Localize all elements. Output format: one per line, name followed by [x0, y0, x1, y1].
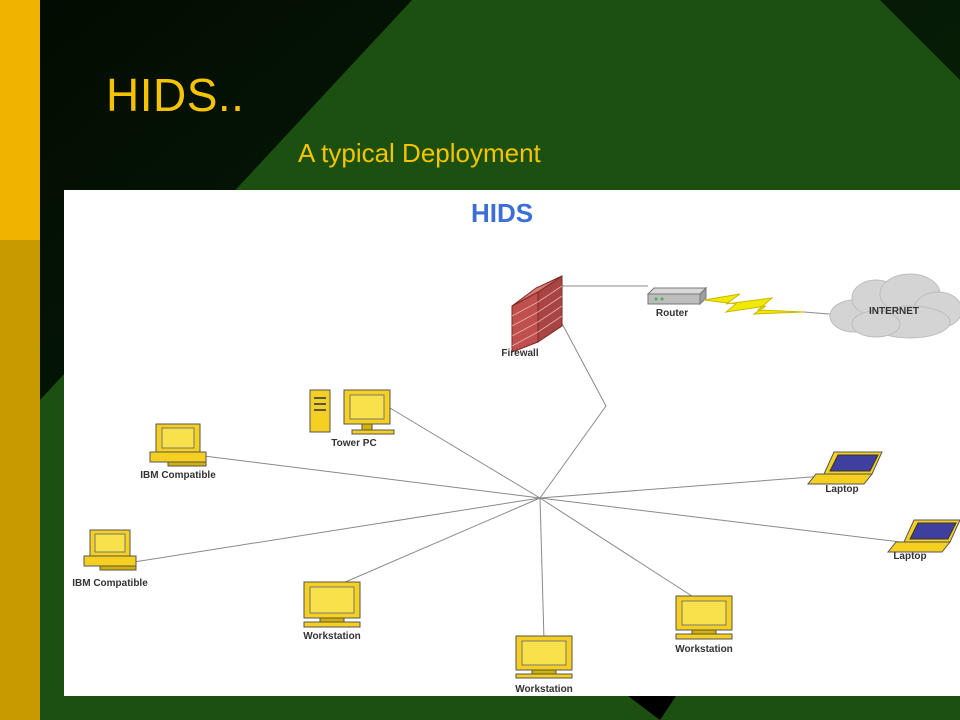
link-firewall	[539, 315, 607, 499]
diagram-heading: HIDS	[471, 198, 533, 228]
link-laptop-1	[539, 475, 825, 499]
router-label: Router	[656, 308, 688, 319]
connection-lines	[133, 285, 901, 641]
workstation-label-3: Workstation	[675, 644, 733, 655]
laptop-label-1: Laptop	[825, 484, 858, 495]
desktop-computer-icon	[83, 529, 137, 571]
diagram-panel: HIDS	[64, 190, 960, 696]
slide-title: HIDS..	[106, 69, 245, 121]
link-workstation-2	[539, 497, 545, 641]
lightning-icon	[703, 293, 805, 315]
desktop-computer-icon	[149, 423, 207, 467]
firewall-label: Firewall	[501, 348, 538, 359]
laptop-icon	[806, 451, 883, 485]
workstation-icon	[675, 595, 733, 640]
internet-label: INTERNET	[869, 306, 919, 317]
link-workstation-3	[539, 497, 699, 601]
cloud-icon	[829, 273, 960, 339]
router-icon	[646, 286, 708, 306]
firewall-icon	[511, 275, 563, 353]
link-ibm-1	[203, 455, 541, 499]
workstation-icon	[303, 581, 361, 628]
accent-bar-bottom	[0, 240, 40, 720]
workstation-label-2: Workstation	[515, 684, 573, 695]
workstation-icon	[515, 635, 573, 679]
ibm-compatible-label-1: IBM Compatible	[140, 470, 216, 481]
link-ibm-2	[133, 497, 541, 563]
laptop-icon	[886, 519, 960, 553]
link-workstation-1	[335, 497, 541, 587]
link-laptop-2	[539, 497, 901, 543]
tower-pc-icon	[309, 389, 395, 435]
laptop-label-2: Laptop	[893, 551, 926, 562]
slide-subtitle: A typical Deployment	[298, 138, 541, 168]
accent-bar-top	[0, 0, 40, 240]
workstation-label-1: Workstation	[303, 631, 361, 642]
tower-pc-label: Tower PC	[331, 438, 376, 449]
link-tower-pc	[389, 407, 541, 499]
ibm-compatible-label-2: IBM Compatible	[72, 578, 148, 589]
network-diagram: HIDS	[72, 198, 960, 695]
